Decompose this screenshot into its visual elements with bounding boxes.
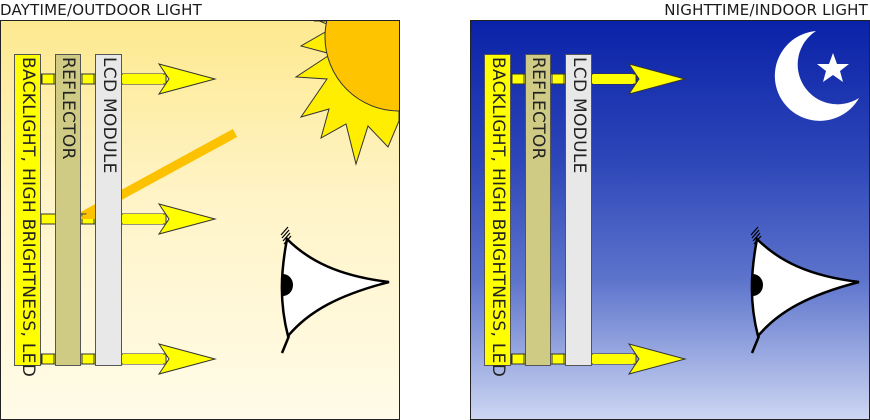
backlight-label: BACKLIGHT, HIGH BRIGHTNESS, LED bbox=[487, 57, 508, 378]
backlight-label: BACKLIGHT, HIGH BRIGHTNESS, LED bbox=[17, 57, 38, 378]
reflector-layer: REFLECTOR bbox=[525, 54, 551, 366]
day-panel-title: DAYTIME/OUTDOOR LIGHT bbox=[0, 1, 202, 19]
lcd-module-layer: LCD MODULE bbox=[95, 54, 122, 366]
eye-icon bbox=[750, 226, 860, 354]
lcd-module-label: LCD MODULE bbox=[568, 57, 589, 174]
moon-star-icon bbox=[774, 31, 859, 121]
nighttime-panel: BACKLIGHT, HIGH BRIGHTNESS, LED REFLECTO… bbox=[470, 20, 870, 420]
reflector-label: REFLECTOR bbox=[528, 57, 548, 160]
lcd-module-layer: LCD MODULE bbox=[565, 54, 592, 366]
night-panel-title: NIGHTTIME/INDOOR LIGHT bbox=[664, 1, 868, 19]
eye-icon bbox=[280, 226, 390, 354]
reflector-label: REFLECTOR bbox=[58, 57, 78, 160]
reflector-layer: REFLECTOR bbox=[55, 54, 81, 366]
daytime-panel: BACKLIGHT, HIGH BRIGHTNESS, LED REFLECTO… bbox=[0, 20, 400, 420]
backlight-layer: BACKLIGHT, HIGH BRIGHTNESS, LED bbox=[484, 54, 511, 377]
sun-icon bbox=[294, 21, 399, 166]
lcd-module-label: LCD MODULE bbox=[98, 57, 119, 174]
backlight-layer: BACKLIGHT, HIGH BRIGHTNESS, LED bbox=[14, 54, 41, 377]
